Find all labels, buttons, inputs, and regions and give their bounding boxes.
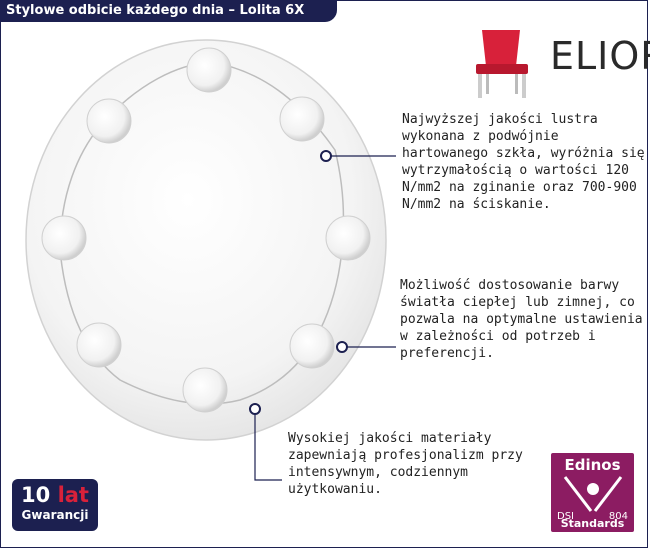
bulb-group: [41, 47, 371, 413]
brand-name: ELIOR: [550, 34, 650, 78]
warranty-years-unit: lat: [57, 483, 89, 507]
bulb: [76, 322, 122, 368]
feature-text-light-color: Możliwość dostosowanie barwy światła cie…: [400, 278, 643, 361]
callout-line-3: [254, 409, 282, 481]
feature-text-materials: Wysokiej jakości materiały zapewniają pr…: [288, 431, 523, 497]
warranty-label: Gwarancji: [21, 508, 89, 522]
warranty-years-number: 10: [21, 483, 51, 507]
brand-logo: [462, 22, 642, 102]
bulb: [41, 215, 87, 261]
certificate-emblem-icon: [563, 476, 623, 512]
feature-text-strength: Najwyższej jakości lustra wykonana z pod…: [402, 112, 645, 212]
warranty-years: 10 lat: [12, 483, 98, 507]
bulb: [279, 96, 325, 142]
certificate-number: 804: [608, 511, 628, 522]
bulb: [289, 323, 335, 369]
bulb: [186, 47, 232, 93]
bulb: [86, 98, 132, 144]
edinos-certificate-badge: Edinos DSI 804 Standards: [551, 453, 634, 532]
callout-marker-3: [249, 403, 261, 415]
certificate-standards: Standards: [560, 517, 625, 530]
callout-marker-2: [336, 341, 348, 353]
page-title: Stylowe odbicie każdego dnia – Lolita 6X: [0, 0, 337, 22]
red-chair-icon: [476, 30, 528, 98]
certificate-name: Edinos: [564, 456, 621, 474]
certificate-dsi: DSI: [557, 511, 574, 522]
bulb: [325, 215, 371, 261]
warranty-badge: 10 lat Gwarancji: [12, 479, 98, 531]
callout-marker-1: [320, 150, 332, 162]
bulb: [182, 367, 228, 413]
